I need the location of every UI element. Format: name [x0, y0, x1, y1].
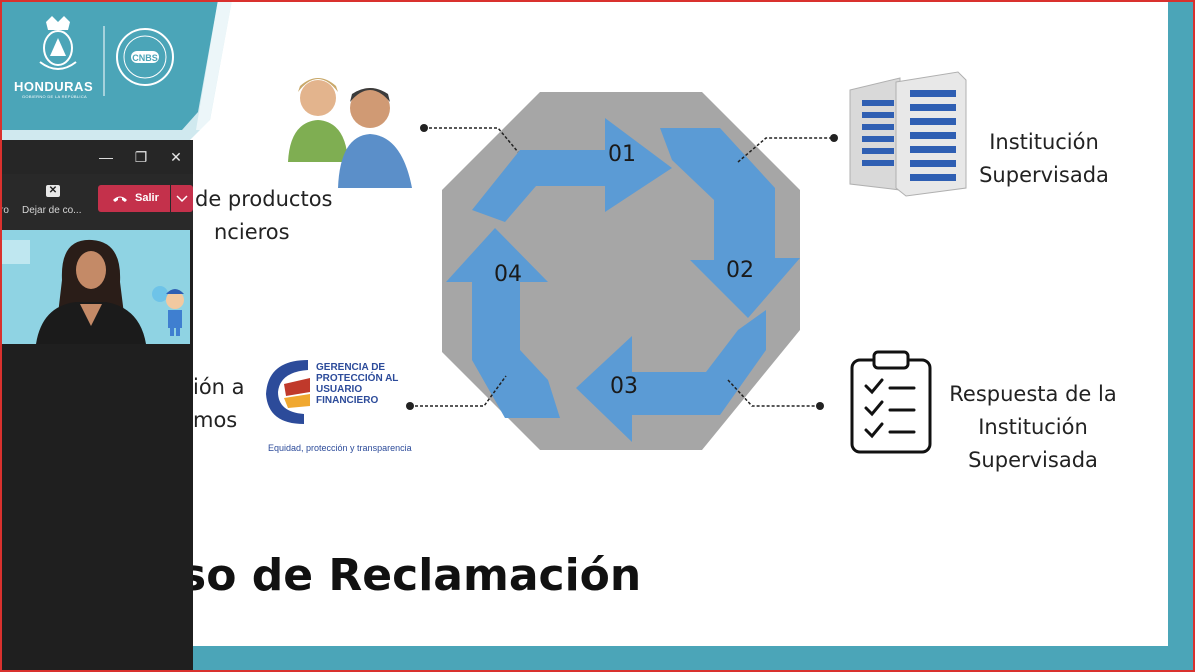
cycle-arrow-04 — [446, 228, 560, 418]
participant-video — [0, 230, 190, 344]
call-title-bar: — ❐ ✕ — [0, 140, 193, 174]
server-icon — [849, 71, 967, 197]
slide-title: so de Reclamación — [180, 550, 642, 601]
country-subtitle: GOBIERNO DE LA REPÚBLICA — [22, 94, 87, 99]
label-institucion: Institución Supervisada — [979, 130, 1109, 187]
restore-icon[interactable]: ❐ — [134, 149, 148, 165]
step-number-03: 03 — [610, 374, 638, 399]
stop-share-icon[interactable]: ✕ — [46, 185, 60, 197]
step-number-01: 01 — [608, 142, 636, 167]
leave-options-button[interactable] — [171, 185, 193, 212]
stop-share-button[interactable]: Dejar de co... — [22, 205, 82, 216]
connector-institucion — [737, 137, 834, 163]
minimize-icon[interactable]: — — [99, 149, 113, 165]
gpuf-tagline: Equidad, protección y transparencia — [268, 443, 412, 453]
country-name: HONDURAS — [14, 79, 94, 94]
label-gerencia: ión a mos — [193, 375, 245, 432]
cycle-arrow-01 — [472, 118, 672, 222]
toolbar-left-label[interactable]: ro — [0, 205, 9, 216]
slide-bottom-border — [0, 646, 1195, 672]
users-icon — [288, 78, 412, 188]
connector-respuesta — [727, 379, 820, 407]
cycle-arrow-02 — [660, 128, 800, 318]
svg-text:CNBS: CNBS — [132, 53, 158, 63]
cnbs-seal-icon: CNBS — [116, 28, 174, 86]
gpuf-name: GERENCIA DE PROTECCIÓN AL USUARIO FINANC… — [316, 362, 399, 406]
close-icon[interactable]: ✕ — [170, 149, 182, 165]
label-respuesta: Respuesta de la Institución Supervisada — [949, 382, 1117, 472]
slide-right-border — [1168, 0, 1195, 672]
step-number-04: 04 — [494, 262, 522, 287]
phone-hangup-icon — [113, 196, 127, 202]
leave-call-button[interactable]: Salir — [98, 185, 170, 212]
cycle-arrow-03 — [576, 310, 766, 442]
chevron-down-icon — [176, 195, 188, 203]
step-number-02: 02 — [726, 258, 754, 283]
header-logo-band: CNBS HONDURAS GOBIERNO DE LA REPÚBLICA — [0, 0, 240, 140]
checklist-icon — [850, 350, 932, 454]
honduras-seal-icon — [39, 16, 77, 70]
gpuf-logo-icon — [266, 360, 310, 424]
leave-call-label: Salir — [135, 192, 159, 204]
label-usuario: de productos ncieros — [195, 187, 333, 244]
